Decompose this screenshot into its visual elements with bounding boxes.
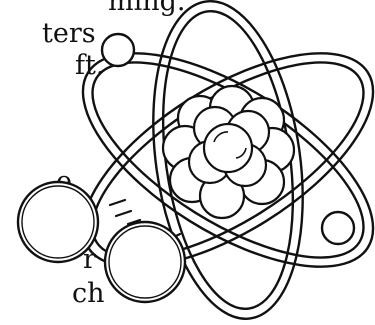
nucleus — [163, 86, 294, 218]
